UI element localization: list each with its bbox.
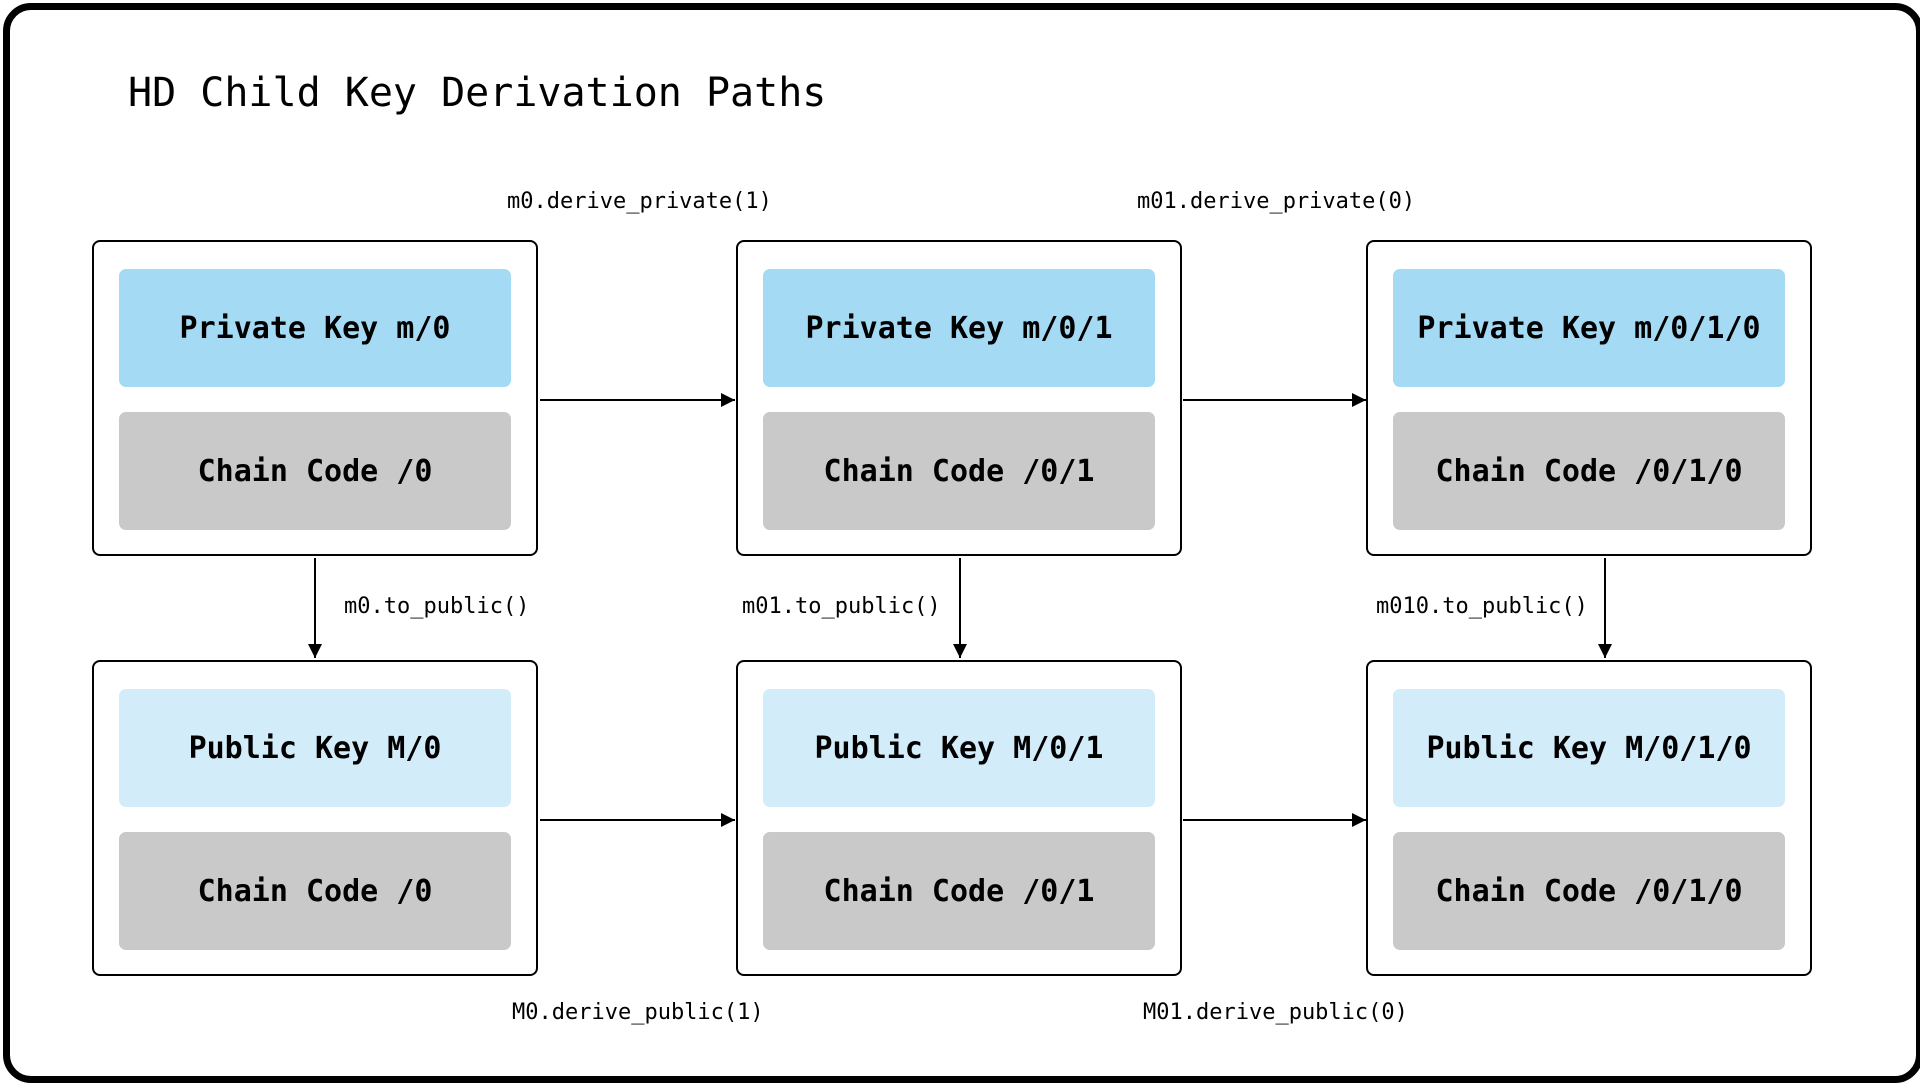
node-public-M0: Public Key M/0 Chain Code /0 [92, 660, 538, 976]
node-private-m0: Private Key m/0 Chain Code /0 [92, 240, 538, 556]
chain-code-cell: Chain Code /0/1 [763, 412, 1155, 530]
private-key-cell: Private Key m/0 [119, 269, 511, 387]
edge-label-m01-derive-private: m01.derive_private(0) [1137, 189, 1416, 214]
chain-code-cell: Chain Code /0/1/0 [1393, 832, 1785, 950]
diagram-title: HD Child Key Derivation Paths [128, 70, 827, 116]
public-key-cell: Public Key M/0/1/0 [1393, 689, 1785, 807]
chain-code-cell: Chain Code /0 [119, 832, 511, 950]
node-public-M010: Public Key M/0/1/0 Chain Code /0/1/0 [1366, 660, 1812, 976]
node-private-m010: Private Key m/0/1/0 Chain Code /0/1/0 [1366, 240, 1812, 556]
public-key-cell: Public Key M/0 [119, 689, 511, 807]
private-key-cell: Private Key m/0/1/0 [1393, 269, 1785, 387]
edge-label-m0-to-public: m0.to_public() [344, 594, 530, 619]
edge-label-M0-derive-public: M0.derive_public(1) [512, 1000, 764, 1025]
public-key-cell: Public Key M/0/1 [763, 689, 1155, 807]
edge-label-m010-to-public: m010.to_public() [1376, 594, 1588, 619]
edge-label-M01-derive-public: M01.derive_public(0) [1143, 1000, 1408, 1025]
node-public-M01: Public Key M/0/1 Chain Code /0/1 [736, 660, 1182, 976]
edge-label-m01-to-public: m01.to_public() [742, 594, 941, 619]
chain-code-cell: Chain Code /0/1 [763, 832, 1155, 950]
edge-label-m0-derive-private: m0.derive_private(1) [507, 189, 772, 214]
node-private-m01: Private Key m/0/1 Chain Code /0/1 [736, 240, 1182, 556]
private-key-cell: Private Key m/0/1 [763, 269, 1155, 387]
chain-code-cell: Chain Code /0/1/0 [1393, 412, 1785, 530]
chain-code-cell: Chain Code /0 [119, 412, 511, 530]
